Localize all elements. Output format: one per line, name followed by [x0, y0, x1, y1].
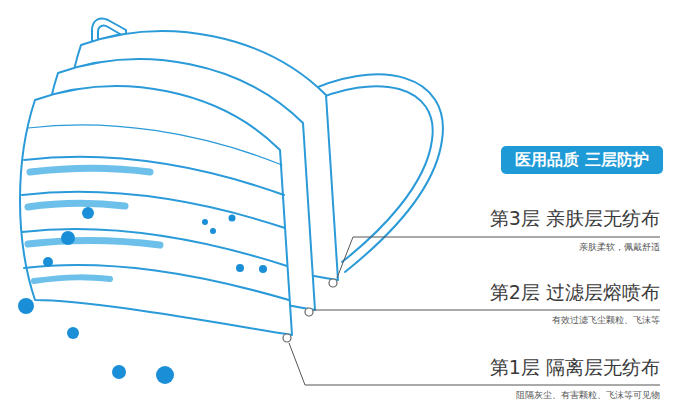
layer-title: 第2层 过滤层熔喷布: [490, 281, 660, 304]
pleat: [22, 229, 287, 266]
pleat: [24, 157, 284, 195]
pleat: [22, 192, 285, 228]
badge-text: 医用品质 三层防护: [515, 150, 649, 169]
layer-note: 亲肤柔软，佩戴舒适: [579, 242, 660, 253]
layer-note: 阻隔灰尘、有害颗粒、飞沫等可见物: [516, 390, 660, 401]
layer-title: 第1层 隔离层无纺布: [490, 356, 660, 379]
particle: [18, 207, 267, 384]
pleat: [24, 265, 289, 300]
layer-title: 第3层 亲肤层无纺布: [490, 207, 660, 230]
leader-dot: [283, 279, 337, 342]
pleat-band: [28, 168, 160, 281]
mask-layer: [20, 86, 292, 335]
leader-line: [289, 237, 660, 385]
layer-note: 有效过滤飞尘颗粒、飞沫等: [552, 315, 660, 326]
pleat: [28, 125, 282, 165]
badge: 医用品质 三层防护: [501, 146, 663, 174]
